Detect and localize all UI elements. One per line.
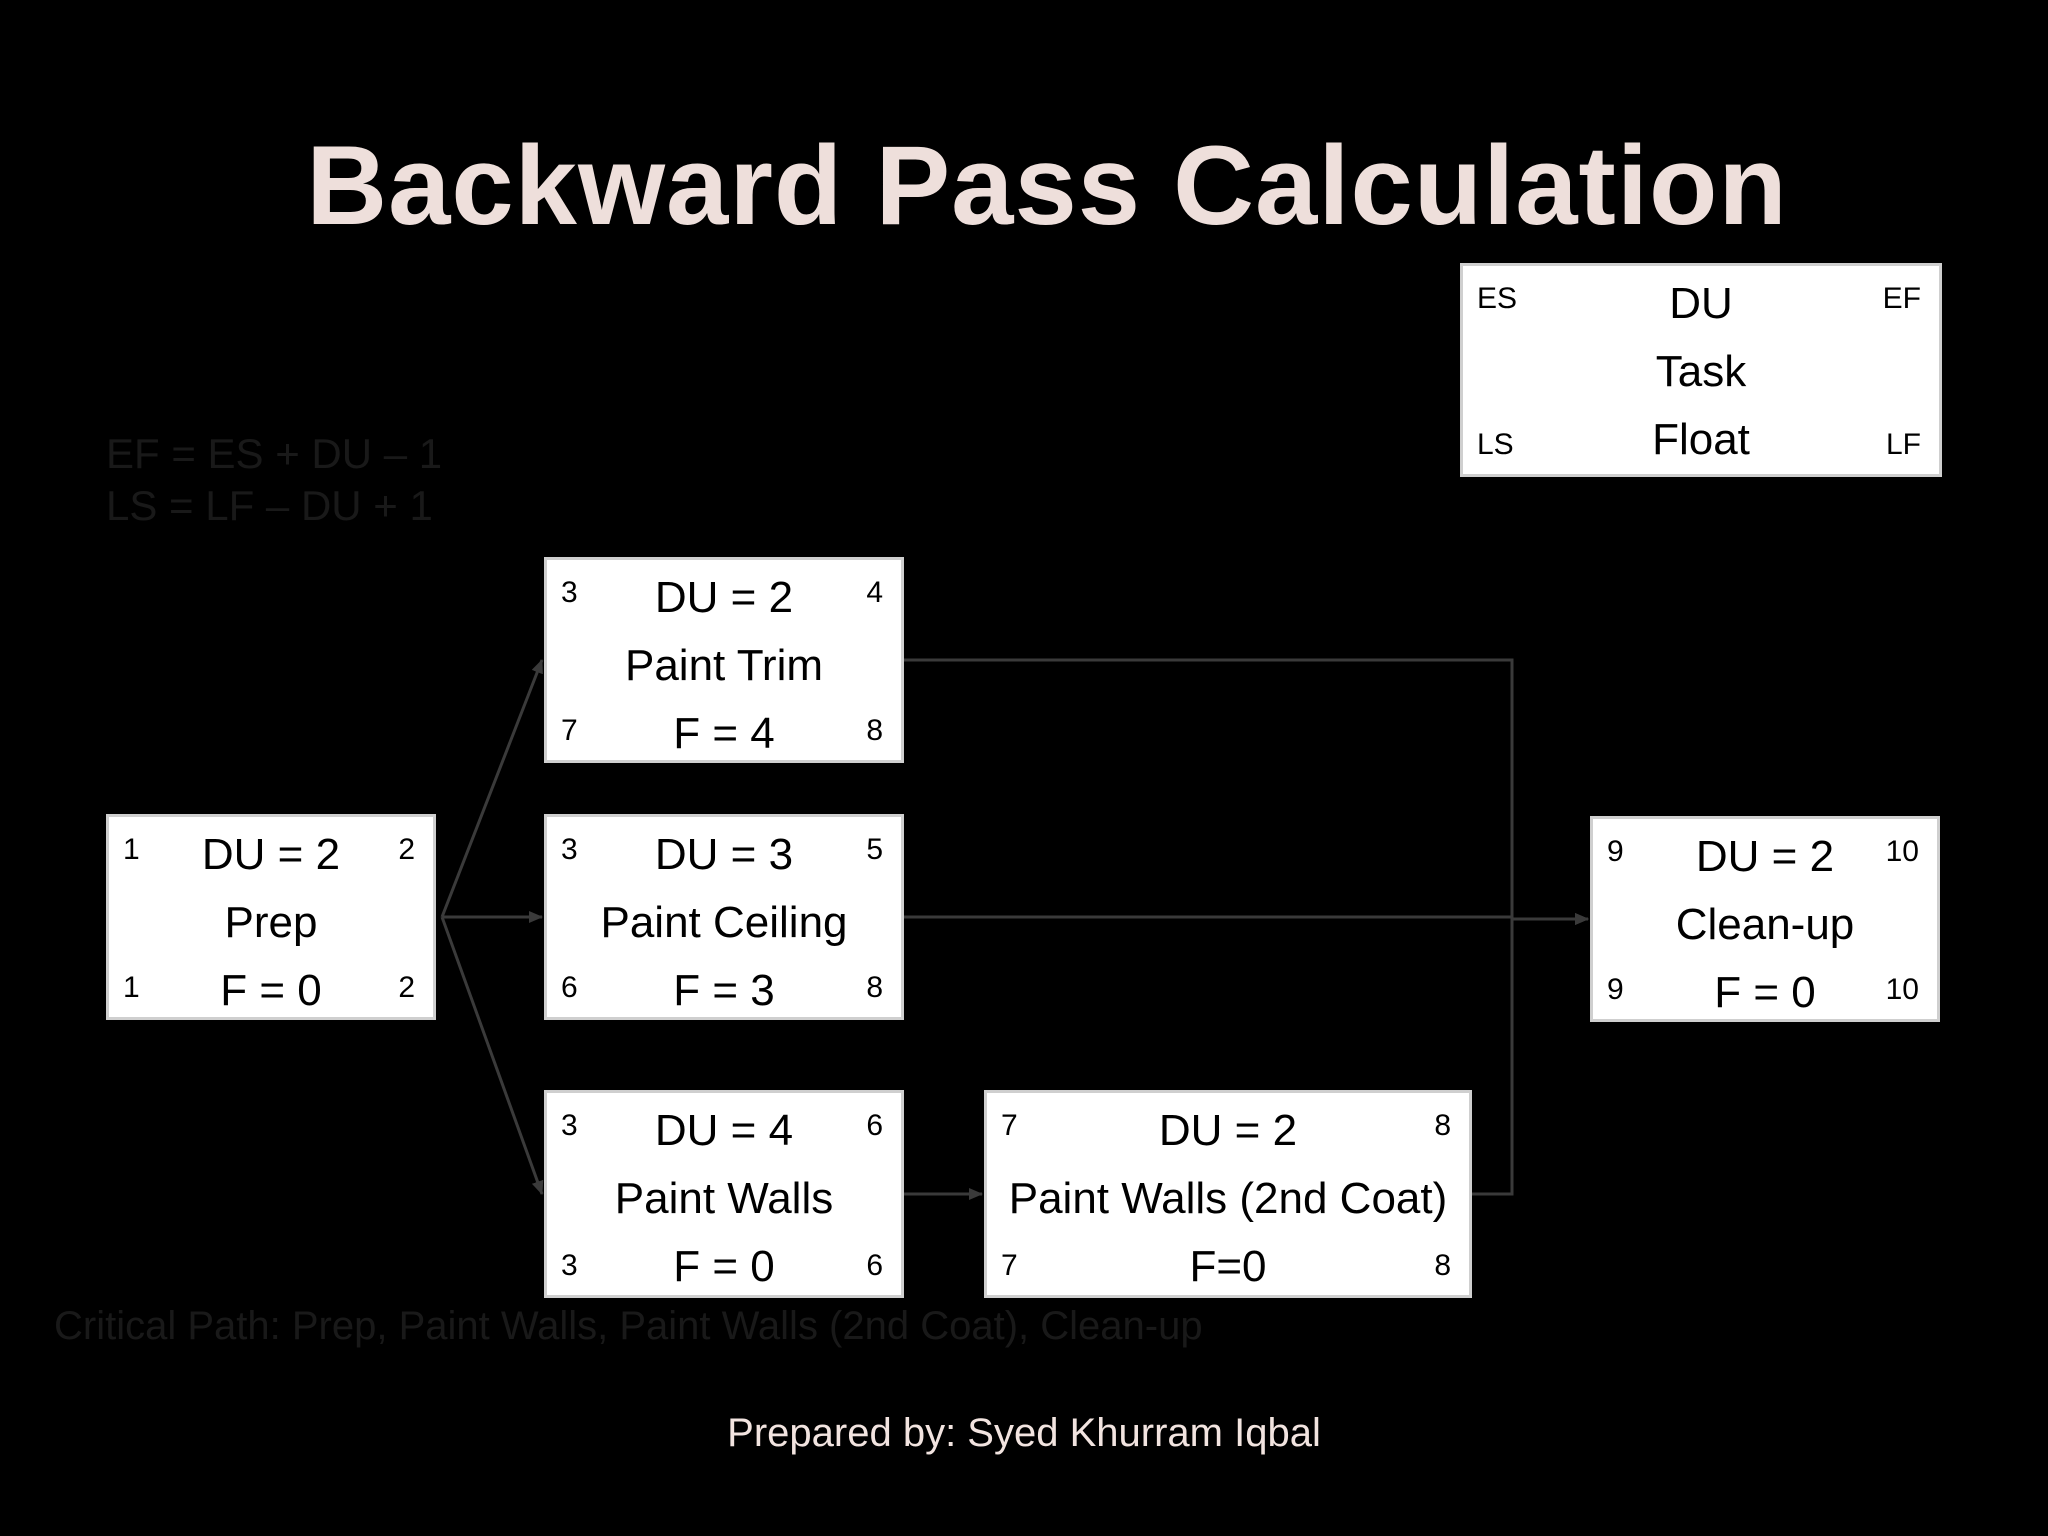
ef-value: 4 [866, 576, 883, 609]
author-credit: Prepared by: Syed Khurram Iqbal [727, 1411, 1321, 1455]
float-label: F = 3 [673, 966, 775, 1015]
ef-value: 8 [1434, 1109, 1451, 1142]
task-node-paint-walls-2nd-coat: 7 8 DU = 2 Paint Walls (2nd Coat) F=0 7 … [984, 1090, 1472, 1298]
legend-es-label: ES [1477, 282, 1518, 315]
legend-float-label: Float [1652, 415, 1750, 464]
formula-block: EF = ES + DU – 1 LS = LF – DU + 1 [106, 428, 442, 532]
slide-title: Backward Pass Calculation [306, 123, 1788, 248]
task-node-paint-walls: 3 6 DU = 4 Paint Walls F = 0 3 6 [544, 1090, 904, 1298]
es-value: 3 [561, 833, 578, 866]
task-name: Prep [224, 898, 318, 947]
ef-value: 5 [866, 833, 883, 866]
legend-ls-label: LS [1477, 428, 1514, 461]
float-label: F = 0 [673, 1242, 775, 1291]
duration-label: DU = 2 [654, 573, 794, 622]
ls-value: 3 [561, 1249, 578, 1282]
task-node-clean-up: 9 10 DU = 2 Clean-up F = 0 9 10 [1590, 816, 1940, 1022]
duration-label: DU = 2 [201, 830, 341, 879]
ef-value: 6 [866, 1109, 883, 1142]
es-value: 3 [561, 1109, 578, 1142]
edge-paint-trim-to-cleanup [904, 658, 1589, 925]
task-node-paint-trim: 3 4 DU = 2 Paint Trim F = 4 7 8 [544, 557, 904, 763]
float-label: F=0 [1189, 1242, 1267, 1291]
ef-value: 2 [398, 833, 415, 866]
es-value: 7 [1001, 1109, 1018, 1142]
legend-lf-label: LF [1885, 428, 1921, 461]
float-label: F = 4 [673, 709, 775, 758]
lf-value: 2 [398, 971, 415, 1004]
edge-paint-walls-2-to-cleanup [1472, 913, 1589, 1196]
task-name: Paint Walls [614, 1174, 834, 1223]
lf-value: 8 [1434, 1249, 1451, 1282]
lf-value: 8 [866, 971, 883, 1004]
edge-prep-to-paint-trim [440, 659, 544, 918]
ls-value: 7 [1001, 1249, 1018, 1282]
es-value: 9 [1607, 835, 1624, 868]
edge-paint-ceiling-to-cleanup [904, 913, 1589, 925]
task-name: Clean-up [1675, 900, 1855, 949]
ls-value: 6 [561, 971, 578, 1004]
es-value: 1 [123, 833, 140, 866]
ls-value: 7 [561, 714, 578, 747]
lf-value: 6 [866, 1249, 883, 1282]
float-label: F = 0 [220, 966, 322, 1015]
duration-label: DU = 4 [654, 1106, 794, 1155]
ef-formula: EF = ES + DU – 1 [106, 430, 443, 477]
critical-path-note: Critical Path: Prep, Paint Walls, Paint … [54, 1304, 1203, 1348]
duration-label: DU = 2 [1158, 1106, 1298, 1155]
edge-prep-to-paint-walls [440, 916, 544, 1195]
lf-value: 8 [866, 714, 883, 747]
lf-value: 10 [1885, 973, 1919, 1006]
legend-task-label: Task [1655, 347, 1747, 396]
task-node-prep: 1 2 DU = 2 Prep F = 0 1 2 [106, 814, 436, 1020]
es-value: 3 [561, 576, 578, 609]
float-label: F = 0 [1714, 968, 1816, 1017]
task-node-paint-ceiling: 3 5 DU = 3 Paint Ceiling F = 3 6 8 [544, 814, 904, 1020]
ef-value: 10 [1885, 835, 1919, 868]
ls-formula: LS = LF – DU + 1 [106, 482, 433, 529]
task-name: Paint Trim [624, 641, 824, 690]
legend-du-label: DU [1669, 279, 1733, 328]
legend-box: ES EF DU Task Float LS LF [1460, 263, 1942, 477]
duration-label: DU = 2 [1695, 832, 1835, 881]
ls-value: 1 [123, 971, 140, 1004]
legend-ef-label: EF [1882, 282, 1921, 315]
ls-value: 9 [1607, 973, 1624, 1006]
duration-label: DU = 3 [654, 830, 794, 879]
task-name: Paint Walls (2nd Coat) [1008, 1174, 1448, 1223]
task-name: Paint Ceiling [600, 898, 848, 947]
